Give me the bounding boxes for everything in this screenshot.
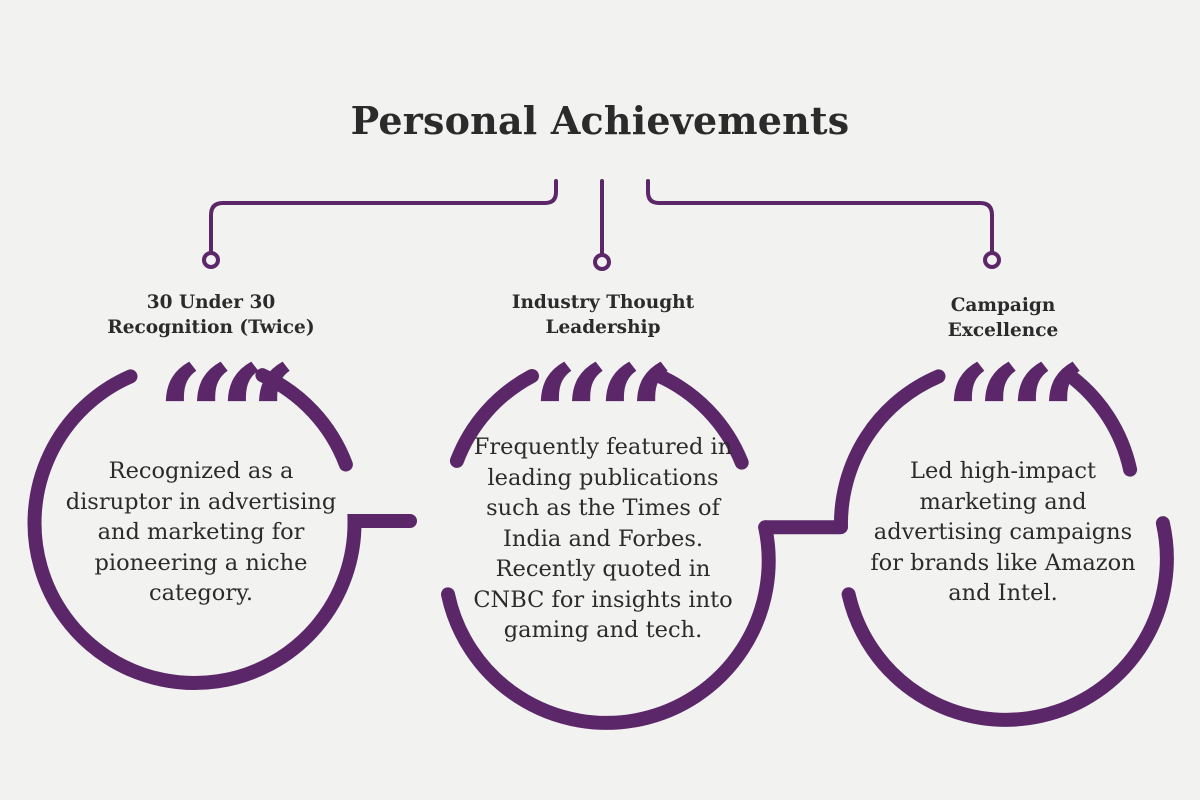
title-line: Excellence <box>947 320 1059 341</box>
ring-center <box>449 369 539 468</box>
body-line: marketing and <box>919 488 1087 515</box>
quote-icon-center: “ <box>531 334 610 497</box>
achievement-body-30-under-30: Recognized as a disruptor in advertising… <box>51 456 351 609</box>
body-line: Frequently featured in <box>473 434 733 460</box>
title-line: Campaign <box>950 295 1056 316</box>
body-line: Recognized as a <box>108 458 294 484</box>
title-line: Industry Thought <box>511 292 695 313</box>
title-line: Leadership <box>545 317 661 338</box>
ring-center-bottom-arc <box>441 520 776 730</box>
achievement-body-thought-leadership: Frequently featured in leading publicati… <box>453 432 753 646</box>
body-line: CNBC for insights into <box>473 586 733 613</box>
quote-icon-right: “ <box>944 334 1023 497</box>
body-line: advertising campaigns <box>873 519 1133 545</box>
body-line: disruptor in advertising <box>65 488 337 515</box>
ring-center-right-arc <box>650 368 749 470</box>
body-line: for brands like Amazon <box>870 549 1136 576</box>
ring-right-left-arc <box>833 369 946 534</box>
achievement-title-campaign-excellence: Campaign Excellence <box>883 293 1123 343</box>
connector-left <box>209 179 558 254</box>
body-line: and marketing for <box>97 519 305 545</box>
connector-node-right <box>983 251 1001 269</box>
body-line: and Intel. <box>948 580 1058 606</box>
body-line: category. <box>149 580 253 606</box>
ring-right-top-arc <box>1062 368 1138 477</box>
connector-node-left <box>202 251 220 269</box>
connector-right <box>646 179 994 254</box>
body-line: India and Forbes. <box>502 525 704 552</box>
achievement-title-thought-leadership: Industry Thought Leadership <box>483 290 723 340</box>
page-title: Personal Achievements <box>350 98 850 143</box>
quote-icon-right-2: “ <box>1008 334 1087 497</box>
ring-right-bottom-arc <box>841 516 1174 727</box>
quote-icon-left: “ <box>156 334 235 497</box>
body-line: such as the Times of <box>486 495 720 521</box>
achievement-body-campaign-excellence: Led high-impact marketing and advertisin… <box>853 456 1153 609</box>
body-line: gaming and tech. <box>503 617 703 643</box>
ring-left-right-arc <box>255 368 353 472</box>
connector-node-center <box>593 253 611 271</box>
title-line: 30 Under 30 <box>146 292 276 313</box>
ring-left <box>27 369 417 691</box>
body-line: leading publications <box>487 464 719 491</box>
quote-icon-center-2: “ <box>596 334 675 497</box>
body-line: Led high-impact <box>910 458 1096 484</box>
body-line: pioneering a niche <box>94 549 308 576</box>
achievement-title-30-under-30: 30 Under 30 Recognition (Twice) <box>91 290 331 340</box>
body-line: Recently quoted in <box>495 556 711 582</box>
title-line: Recognition (Twice) <box>107 317 315 338</box>
quote-icon-left-2: “ <box>218 334 297 497</box>
